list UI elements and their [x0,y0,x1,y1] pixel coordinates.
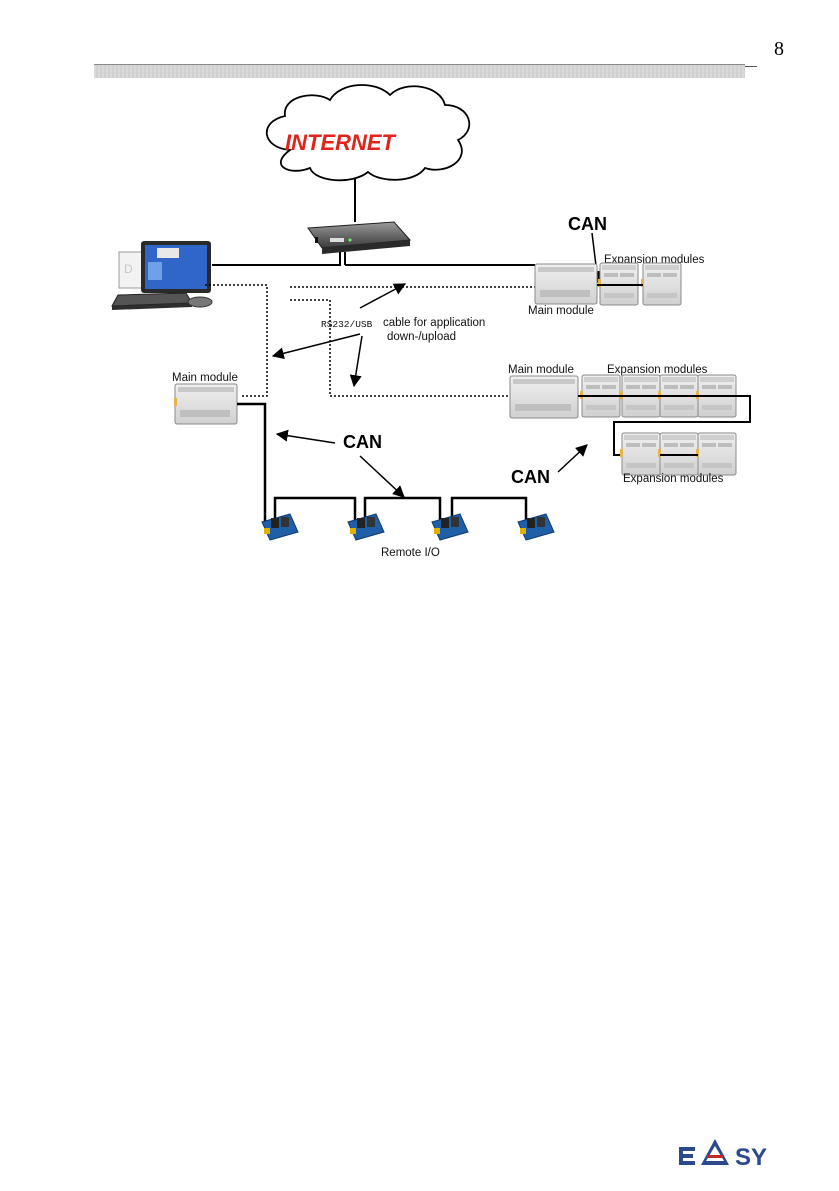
main-module-mid [510,376,578,418]
rs232-usb-label: RS232/USB [321,319,373,330]
remote-io-board-1 [262,514,298,540]
cable-label-line1: cable for application [383,317,485,329]
internet-label: INTERNET [285,130,397,155]
can-top-label: CAN [568,214,607,234]
remote-io-board-2 [348,514,384,540]
expansion-module-top-2 [641,263,681,305]
main-module-left [174,384,237,424]
router-icon [308,222,410,254]
can-left-label: CAN [343,432,382,452]
main-module-top-label: Main module [528,305,594,317]
logo-letter-a [701,1139,729,1165]
remote-io-board-3 [432,514,468,540]
logo-letter-e [679,1147,695,1165]
svg-text:D: D [124,262,133,276]
expansion-mid-label: Expansion modules [607,364,708,376]
main-module-top [535,264,597,304]
can-right-label: CAN [511,467,550,487]
remote-io-board-4 [518,514,554,540]
expansion-module-bottom-1 [620,433,660,475]
main-module-mid-label: Main module [508,364,574,376]
remote-io-label: Remote I/O [381,547,440,559]
expansion-bottom-label: Expansion modules [623,473,724,485]
computer-icon: D [112,241,212,310]
easy-logo: SY [677,1137,787,1167]
cable-label-line2: down-/upload [387,331,456,343]
main-module-left-label: Main module [172,372,238,384]
expansion-module-bottom-3 [696,433,736,475]
internet-cloud: INTERNET [267,85,470,180]
logo-letters-sy: SY [735,1144,767,1167]
